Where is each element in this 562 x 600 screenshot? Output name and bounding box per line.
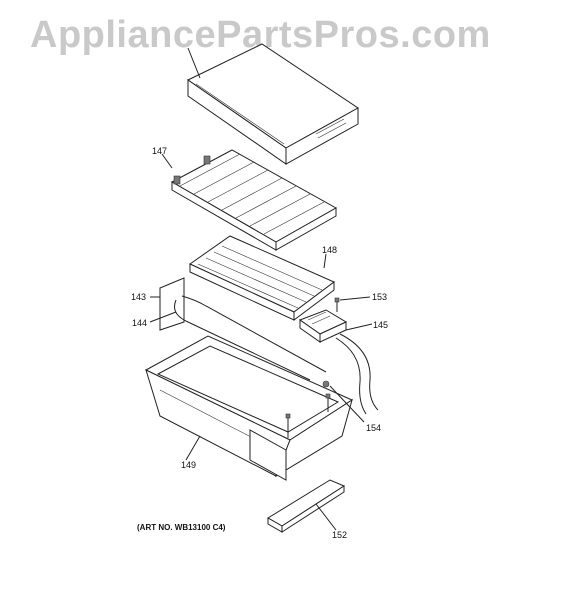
- callout-154: 154: [366, 423, 382, 433]
- mounting-screw: [334, 296, 371, 312]
- element-tube: [149, 295, 327, 381]
- griddle-cover: [187, 43, 359, 165]
- fastener-set: [285, 380, 365, 438]
- callout-144: 144: [132, 318, 148, 328]
- callout-152: 152: [332, 530, 348, 540]
- drip-pan: [144, 335, 354, 481]
- grill-grate: [161, 149, 338, 251]
- heating-element-set: [189, 235, 335, 321]
- element-bracket: [150, 277, 185, 331]
- callout-147: 147: [152, 146, 168, 156]
- callout-149: 149: [181, 460, 197, 470]
- art-number: (ART NO. WB13100 C4): [137, 523, 226, 532]
- callout-153: 153: [372, 292, 388, 302]
- callout-143: 143: [131, 292, 147, 302]
- callout-145: 145: [373, 320, 389, 330]
- thermostat-switch: [298, 309, 379, 415]
- trim-strip: [267, 479, 346, 533]
- callout-148: 148: [322, 245, 338, 255]
